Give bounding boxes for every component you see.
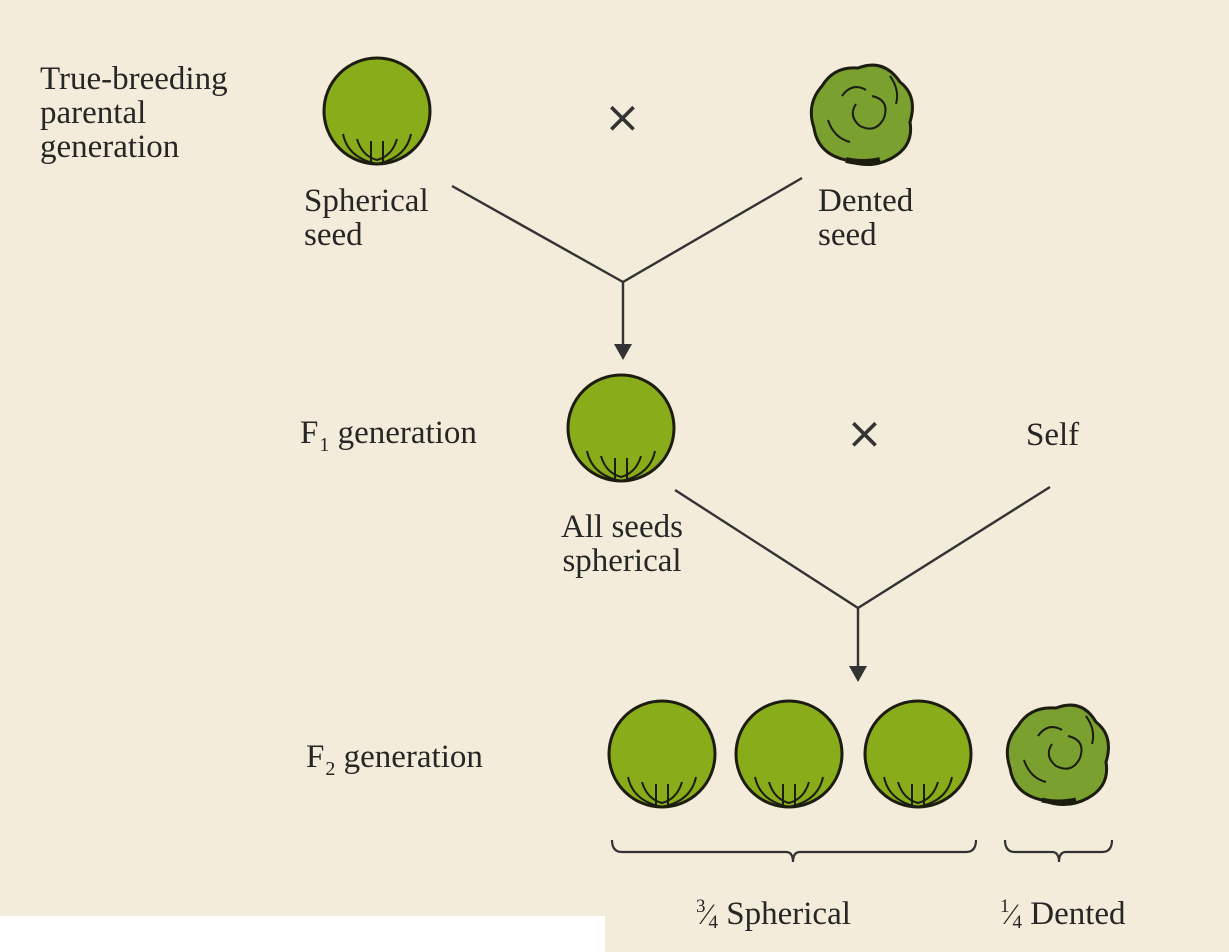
parental-arrowhead <box>614 344 632 360</box>
dented-ratio-label: 1⁄4 Dented <box>1000 896 1126 933</box>
f2-dented-seed <box>1005 703 1110 806</box>
self-label: Self <box>1026 417 1080 453</box>
spherical-ratio-numerator: 3 <box>696 896 706 917</box>
dented-brace <box>1003 839 1114 863</box>
f1-self-cross-line <box>857 485 1051 610</box>
f1-label-suffix: generation <box>329 415 477 451</box>
f2-label-subscript: 2 <box>325 758 336 780</box>
f1-label-letter: F <box>300 415 319 451</box>
f2-label-letter: F <box>306 739 325 775</box>
parental-generation-label: True-breeding parental generation <box>40 61 228 165</box>
spherical-ratio-denominator: 4 <box>708 912 719 933</box>
dented-ratio-text: Dented <box>1022 896 1126 932</box>
parent-spherical-seed <box>322 56 432 166</box>
f1-label-subscript: 1 <box>319 434 330 456</box>
parent-dented-cross-line <box>622 176 803 284</box>
spherical-seed-label: Spherical seed <box>304 183 429 253</box>
f1-generation-label: F1 generation <box>300 416 477 462</box>
f2-spherical-seed-2 <box>734 699 844 809</box>
parental-cross-symbol: × <box>604 92 641 143</box>
f2-spherical-seed-3 <box>863 699 973 809</box>
parent-spherical-cross-line <box>451 184 624 284</box>
dented-ratio-numerator: 1 <box>1000 896 1010 917</box>
dented-ratio-denominator: 4 <box>1012 912 1023 933</box>
parent-dented-seed <box>809 63 914 166</box>
dented-seed-label: Dented seed <box>818 183 914 253</box>
f1-cross-symbol: × <box>846 408 883 459</box>
f2-label-suffix: generation <box>335 739 483 775</box>
spherical-ratio-label: 3⁄4 Spherical <box>696 896 851 933</box>
f2-generation-label: F2 generation <box>306 740 483 786</box>
f2-spherical-seed-1 <box>607 699 717 809</box>
spherical-brace <box>610 839 978 863</box>
f1-seed-label: All seeds spherical <box>561 509 683 579</box>
blank-panel <box>0 916 605 952</box>
f1-spherical-seed <box>566 373 676 483</box>
f1-arrowhead <box>849 666 867 682</box>
f1-seed-cross-line <box>674 488 859 610</box>
spherical-ratio-text: Spherical <box>718 896 851 932</box>
